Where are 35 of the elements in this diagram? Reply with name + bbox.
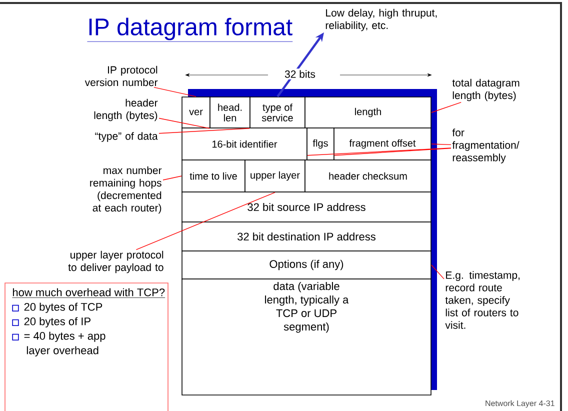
leader-line <box>136 192 276 250</box>
annotation-text: E.g. timestamp, record route taken, specify list of routers to visit. <box>445 271 520 329</box>
annotation-text: upper layer protocol to deliver payload to <box>68 250 164 274</box>
field-cell: upper layer <box>244 160 306 192</box>
bullet-text: 20 bytes of TCP <box>24 302 102 313</box>
field-cell: Options (if any) <box>182 250 432 280</box>
leader-line <box>162 176 182 180</box>
annotation-text: for fragmentation/ reassembly <box>452 128 520 164</box>
leader-line <box>307 148 452 156</box>
annotation-text: “type” of data <box>95 132 158 142</box>
leader-line <box>431 102 462 113</box>
field-cell: ver <box>182 96 210 128</box>
leader-line <box>431 144 452 146</box>
note-box <box>4 282 168 411</box>
field-cell: time to live <box>182 160 246 192</box>
field-cell: 32 bit destination IP address <box>182 222 432 252</box>
bullet-text: 20 bytes of IP <box>24 317 90 328</box>
leader-line <box>431 264 444 280</box>
annotation-text: IP protocol version number <box>84 66 158 86</box>
annotation-text: total datagram length (bytes) <box>452 78 520 102</box>
leader-line <box>334 148 452 156</box>
annotation-text: Low delay, high thruput, reliability, etc. <box>326 8 437 32</box>
dimension-label: 32 bits <box>283 68 317 80</box>
leader-line <box>158 118 210 129</box>
box-heading: how much overhead with TCP? <box>12 288 166 298</box>
field-cell: flgs <box>306 128 334 160</box>
annotation-text: max number remaining hops (decremented at each router) <box>90 166 162 214</box>
slide-title: IP datagram format <box>87 18 293 42</box>
field-cell: type of service <box>250 96 306 128</box>
leader-line <box>154 86 196 97</box>
leader-line <box>158 128 250 134</box>
bullet-text: = 40 bytes + app layer overhead <box>24 332 106 356</box>
annotation-text: header length (bytes) <box>94 98 158 122</box>
field-cell: head. len <box>210 96 250 128</box>
slide-footer: Network Layer 4-31 <box>486 400 554 408</box>
